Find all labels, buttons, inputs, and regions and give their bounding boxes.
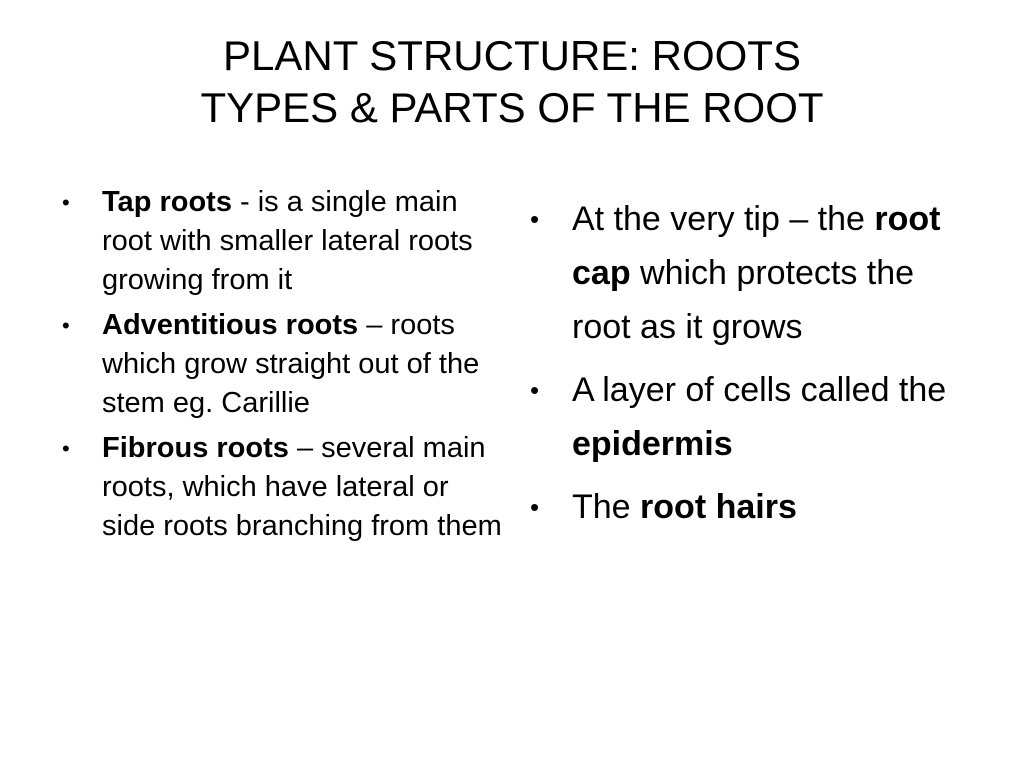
bullet-icon: • (62, 436, 70, 461)
desc-tap-roots: - is a single main root with smaller lat… (102, 186, 473, 296)
bullet-icon: • (62, 190, 70, 215)
term-root-hairs: root hairs (640, 488, 797, 526)
list-item-root-cap: • At the very tip – the root cap which p… (530, 192, 980, 354)
term-tap-roots: Tap roots (102, 186, 232, 218)
list-item-tap-roots: • Tap roots - is a single main root with… (62, 183, 502, 300)
desc-fibrous-roots: – several main roots, which have lateral… (102, 432, 502, 542)
list-item-fibrous-roots: • Fibrous roots – several main roots, wh… (62, 429, 502, 546)
title-line-1: PLANT STRUCTURE: ROOTS (223, 32, 801, 79)
root-hairs-before: The (572, 488, 641, 526)
term-fibrous-roots: Fibrous roots (102, 432, 289, 464)
title-line-2: TYPES & PARTS OF THE ROOT (200, 84, 824, 131)
root-cap-before: At the very tip – the (572, 200, 875, 238)
list-item-adventitious-roots: • Adventitious roots – roots which grow … (62, 306, 502, 423)
bullet-icon: • (62, 313, 70, 338)
term-adventitious-roots: Adventitious roots (102, 309, 359, 341)
bullet-icon: • (530, 492, 540, 522)
epidermis-before: A layer of cells called the (572, 371, 947, 409)
root-cap-after: which protects the root as it grows (572, 254, 915, 346)
list-item-epidermis: • A layer of cells called the epidermis (530, 363, 980, 471)
slide-title: PLANT STRUCTURE: ROOTS TYPES & PARTS OF … (60, 30, 964, 134)
term-epidermis: epidermis (572, 425, 733, 463)
root-types-list: • Tap roots - is a single main root with… (62, 183, 502, 552)
list-item-root-hairs: • The root hairs (530, 480, 980, 534)
term-root-cap: root cap (572, 200, 941, 292)
desc-adventitious-roots: – roots which grow straight out of the s… (102, 309, 480, 419)
bullet-icon: • (530, 375, 540, 405)
bullet-icon: • (530, 204, 540, 234)
root-parts-list: • At the very tip – the root cap which p… (530, 192, 980, 543)
